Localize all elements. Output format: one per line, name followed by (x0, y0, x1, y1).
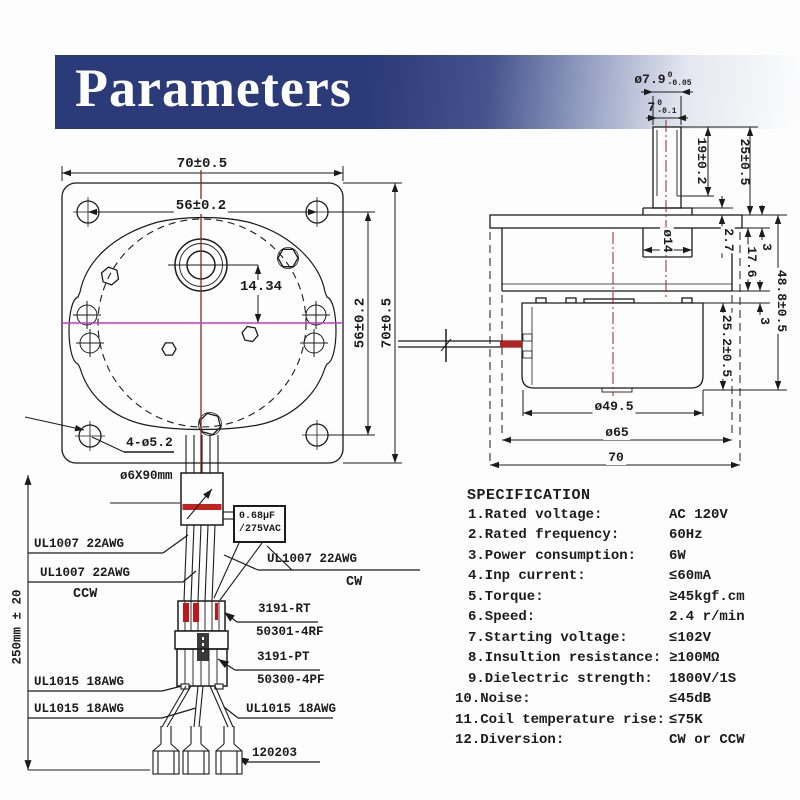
side-view-drawing (398, 88, 787, 469)
capacitor-box: 0.68μF /275VAC (233, 505, 286, 543)
label-wire-ul1015-3: UL1015 18AWG (246, 702, 337, 716)
spec-row: 11.Coil temperature rise:≤75K (455, 712, 703, 728)
dim-bolt-span: 56±0.2 (173, 198, 229, 214)
label-wire-ul1007-3: UL1007 22AWG (267, 552, 358, 566)
label-wire-ul1015-1: UL1015 18AWG (34, 675, 125, 689)
dim-shaft-length: 25±0.5 (736, 138, 752, 186)
dim-motor-diameter: ø49.5 (592, 399, 636, 414)
label-cw: CW (346, 575, 363, 590)
spec-row: 7.Starting voltage:≤102V (468, 630, 712, 646)
label-cable-sleeve: ø6X90mm (120, 469, 173, 483)
dim-boss-diameter: ø14 (659, 227, 675, 255)
label-connector2-part: 50300-4PF (257, 673, 325, 687)
spec-row: 8.Insultion resistance:≥100MΩ (468, 650, 720, 666)
dim-gearbox-height: 17.6 (743, 244, 759, 280)
dim-shaft-flat-length: 19±0.2 (693, 137, 709, 185)
capacitor-value: 0.68μF (239, 511, 276, 522)
label-terminal-model: 120203 (252, 746, 298, 760)
dim-motor-height: 25.2±0.5 (718, 312, 734, 380)
spec-row: 12.Diversion:CW or CCW (455, 732, 745, 748)
label-wire-ul1007-2: UL1007 22AWG (40, 566, 131, 580)
wiring-diagram (24, 435, 420, 775)
spec-row: 6.Speed:2.4 r/min (468, 609, 745, 625)
spec-row: 1.Rated voltage:AC 120V (468, 507, 728, 523)
label-wire-ul1007-1: UL1007 22AWG (34, 537, 125, 551)
spade-terminals (152, 726, 243, 775)
spec-row: 4.Inp current:≤60mA (468, 568, 712, 584)
label-corner-holes: 4-ø5.2 (126, 435, 173, 450)
dim-shaft-offset: 14.34 (238, 279, 285, 295)
spec-row: 9.Dielectric strength:1800V/1S (468, 671, 737, 687)
spec-row: 2.Rated frequency:60Hz (468, 527, 703, 543)
dim-bolt-span-right: 56±0.2 (352, 297, 369, 349)
label-connector1-part: 50301-4RF (256, 625, 324, 639)
dim-overall-width: 70 (606, 450, 626, 465)
capacitor-voltage: /275VAC (239, 524, 282, 535)
label-connector2-model: 3191-PT (257, 650, 310, 664)
dim-step-top: 3 (758, 243, 774, 251)
spec-row: 5.Torque:≥45kgf.cm (468, 589, 745, 605)
specification-panel: SPECIFICATION (455, 487, 800, 504)
dim-cable-length: 250mm ± 20 (10, 589, 25, 665)
front-view-drawing (24, 166, 402, 473)
dim-step-bottom: 3 (756, 317, 772, 325)
dim-shaft-diameter: ø7.9 0-0.05 (634, 71, 692, 88)
specification-title: SPECIFICATION (467, 487, 591, 504)
page-title: Parameters (75, 58, 352, 118)
label-connector1-model: 3191-RT (258, 602, 311, 616)
label-wire-ul1015-2: UL1015 18AWG (34, 702, 125, 716)
spec-row: 3.Power consumption:6W (468, 548, 686, 564)
dim-gearbox-diameter: ø65 (603, 425, 631, 440)
dim-shaft-flat: 7 0-0.1 (647, 99, 677, 116)
dim-body-height: 48.8±0.5 (773, 267, 789, 335)
spec-row: 10.Noise:≤45dB (455, 691, 712, 707)
dim-plate-height: 70±0.5 (379, 297, 396, 349)
dim-boss-lip: 2.7 (720, 226, 736, 254)
dim-plate-width: 70±0.5 (176, 156, 228, 172)
label-ccw: CCW (73, 587, 98, 602)
